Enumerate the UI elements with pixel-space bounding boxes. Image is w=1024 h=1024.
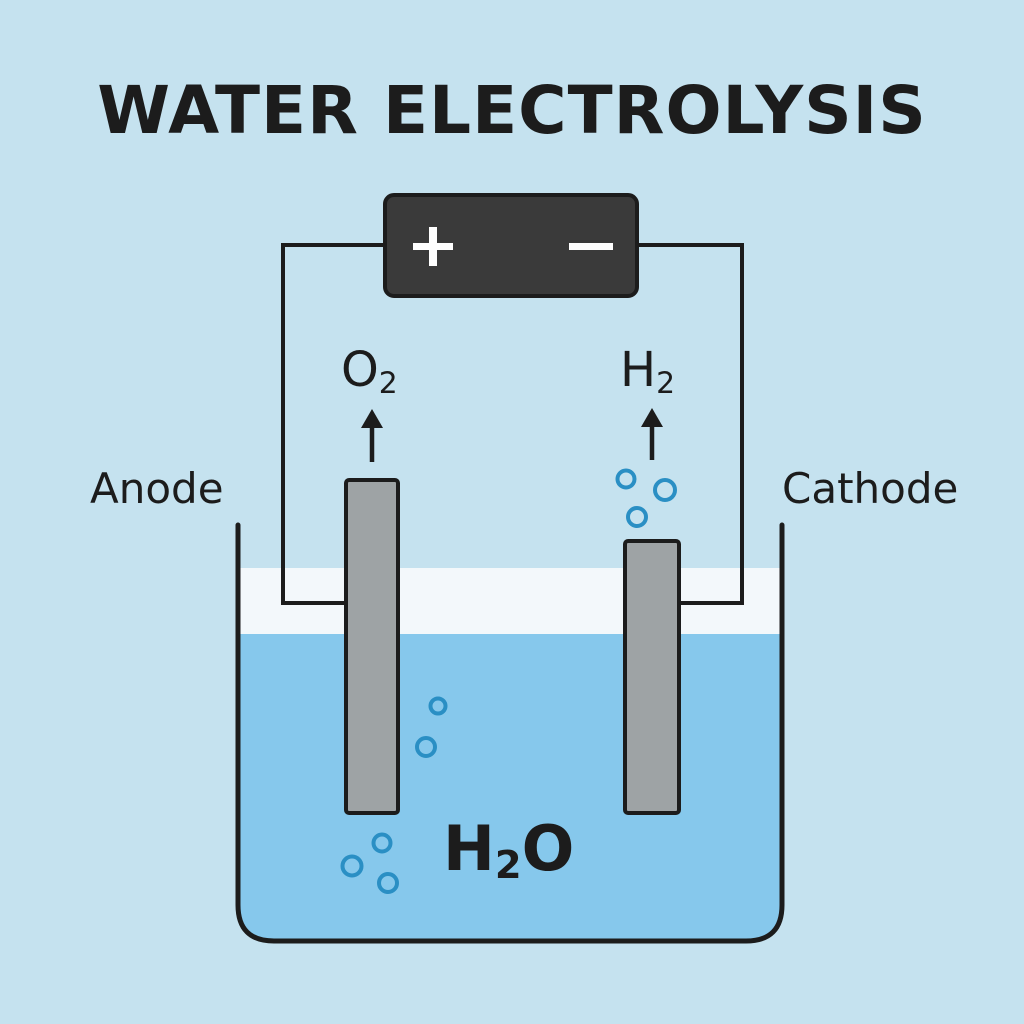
oxygen-arrow-icon [361,409,383,462]
oxygen-symbol: O [341,342,379,398]
bubble-icon [415,736,437,758]
water-subscript: 2 [494,843,522,889]
wire-cathode [637,243,744,605]
negative-terminal-icon [569,243,613,250]
water-h-symbol: H [443,812,495,885]
positive-terminal-icon [413,227,453,266]
bubble-icon [653,478,677,502]
hydrogen-symbol: H [620,342,657,398]
oxygen-subscript: 2 [378,365,398,401]
bubble-icon [626,506,648,528]
oxygen-label: O2 [341,346,398,398]
cathode-label: Cathode [782,464,959,513]
battery [383,193,639,298]
bubble-icon [340,854,364,878]
hydrogen-arrow-icon [641,408,663,460]
water-o-symbol: O [521,812,575,885]
water-formula: H2O [443,818,574,886]
bubble-icon [615,468,637,490]
hydrogen-subscript: 2 [656,365,676,401]
bubble-icon [428,696,448,716]
anode-label: Anode [90,464,224,513]
water-fill [240,634,780,940]
wire-anode [281,243,385,605]
anode-electrode [344,478,400,815]
bubble-icon [371,832,393,854]
cathode-electrode [623,539,681,815]
page-title: WATER ELECTROLYSIS [97,72,927,149]
bubble-icon [377,872,399,894]
hydrogen-label: H2 [620,346,675,398]
beaker [235,522,785,944]
